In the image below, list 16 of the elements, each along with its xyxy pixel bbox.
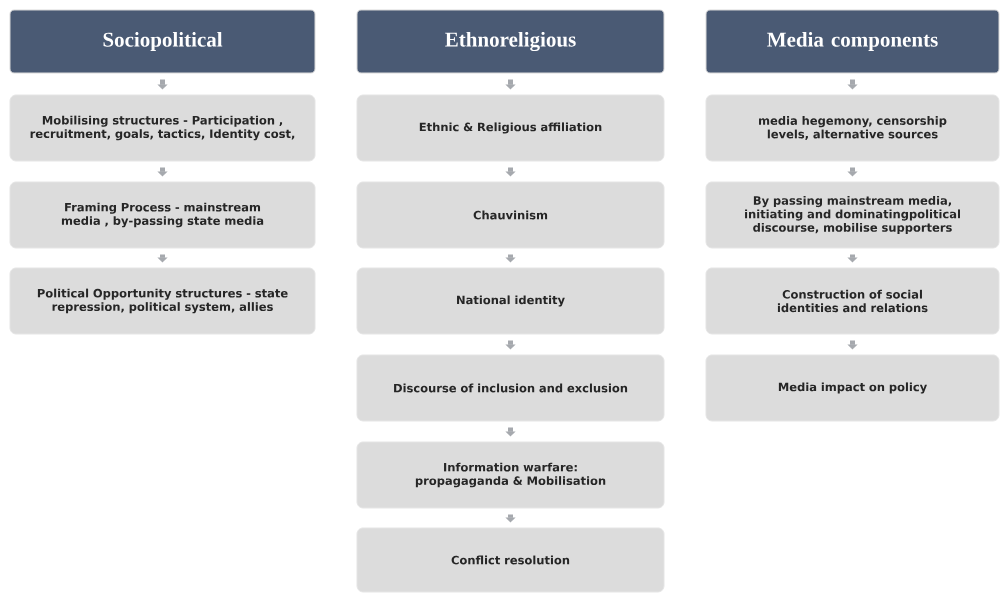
process-box: Construction of social identities and relations [705,267,1000,335]
process-box: Media impact on policy [705,354,1000,422]
process-box: Framing Process - mainstream media , by-passing state media [9,181,316,249]
process-box: National identity [356,267,665,335]
process-box: Ethnic & Religious affiliation [356,94,665,162]
process-box: By passing mainstream media, initiating and dominatingpolitical discourse, mobilise supporters [705,181,1000,249]
process-box: Chauvinism [356,181,665,249]
heading-box: Media components [705,9,1000,74]
process-box: media hegemony, censorship levels, alternative sources [705,94,1000,162]
process-box: Mobilising structures - Participation , recruitment, goals, tactics, Identity cost, [9,94,316,162]
heading-box: Ethnoreligious [356,9,665,74]
process-box: Political Opportunity structures - state repression, political system, allies [9,267,316,335]
process-box: Conflict resolution [356,527,665,593]
process-box: Discourse of inclusion and exclusion [356,354,665,422]
heading-box: Sociopolitical [9,9,316,74]
process-box: Information warfare: propagaganda & Mobilisation [356,441,665,509]
